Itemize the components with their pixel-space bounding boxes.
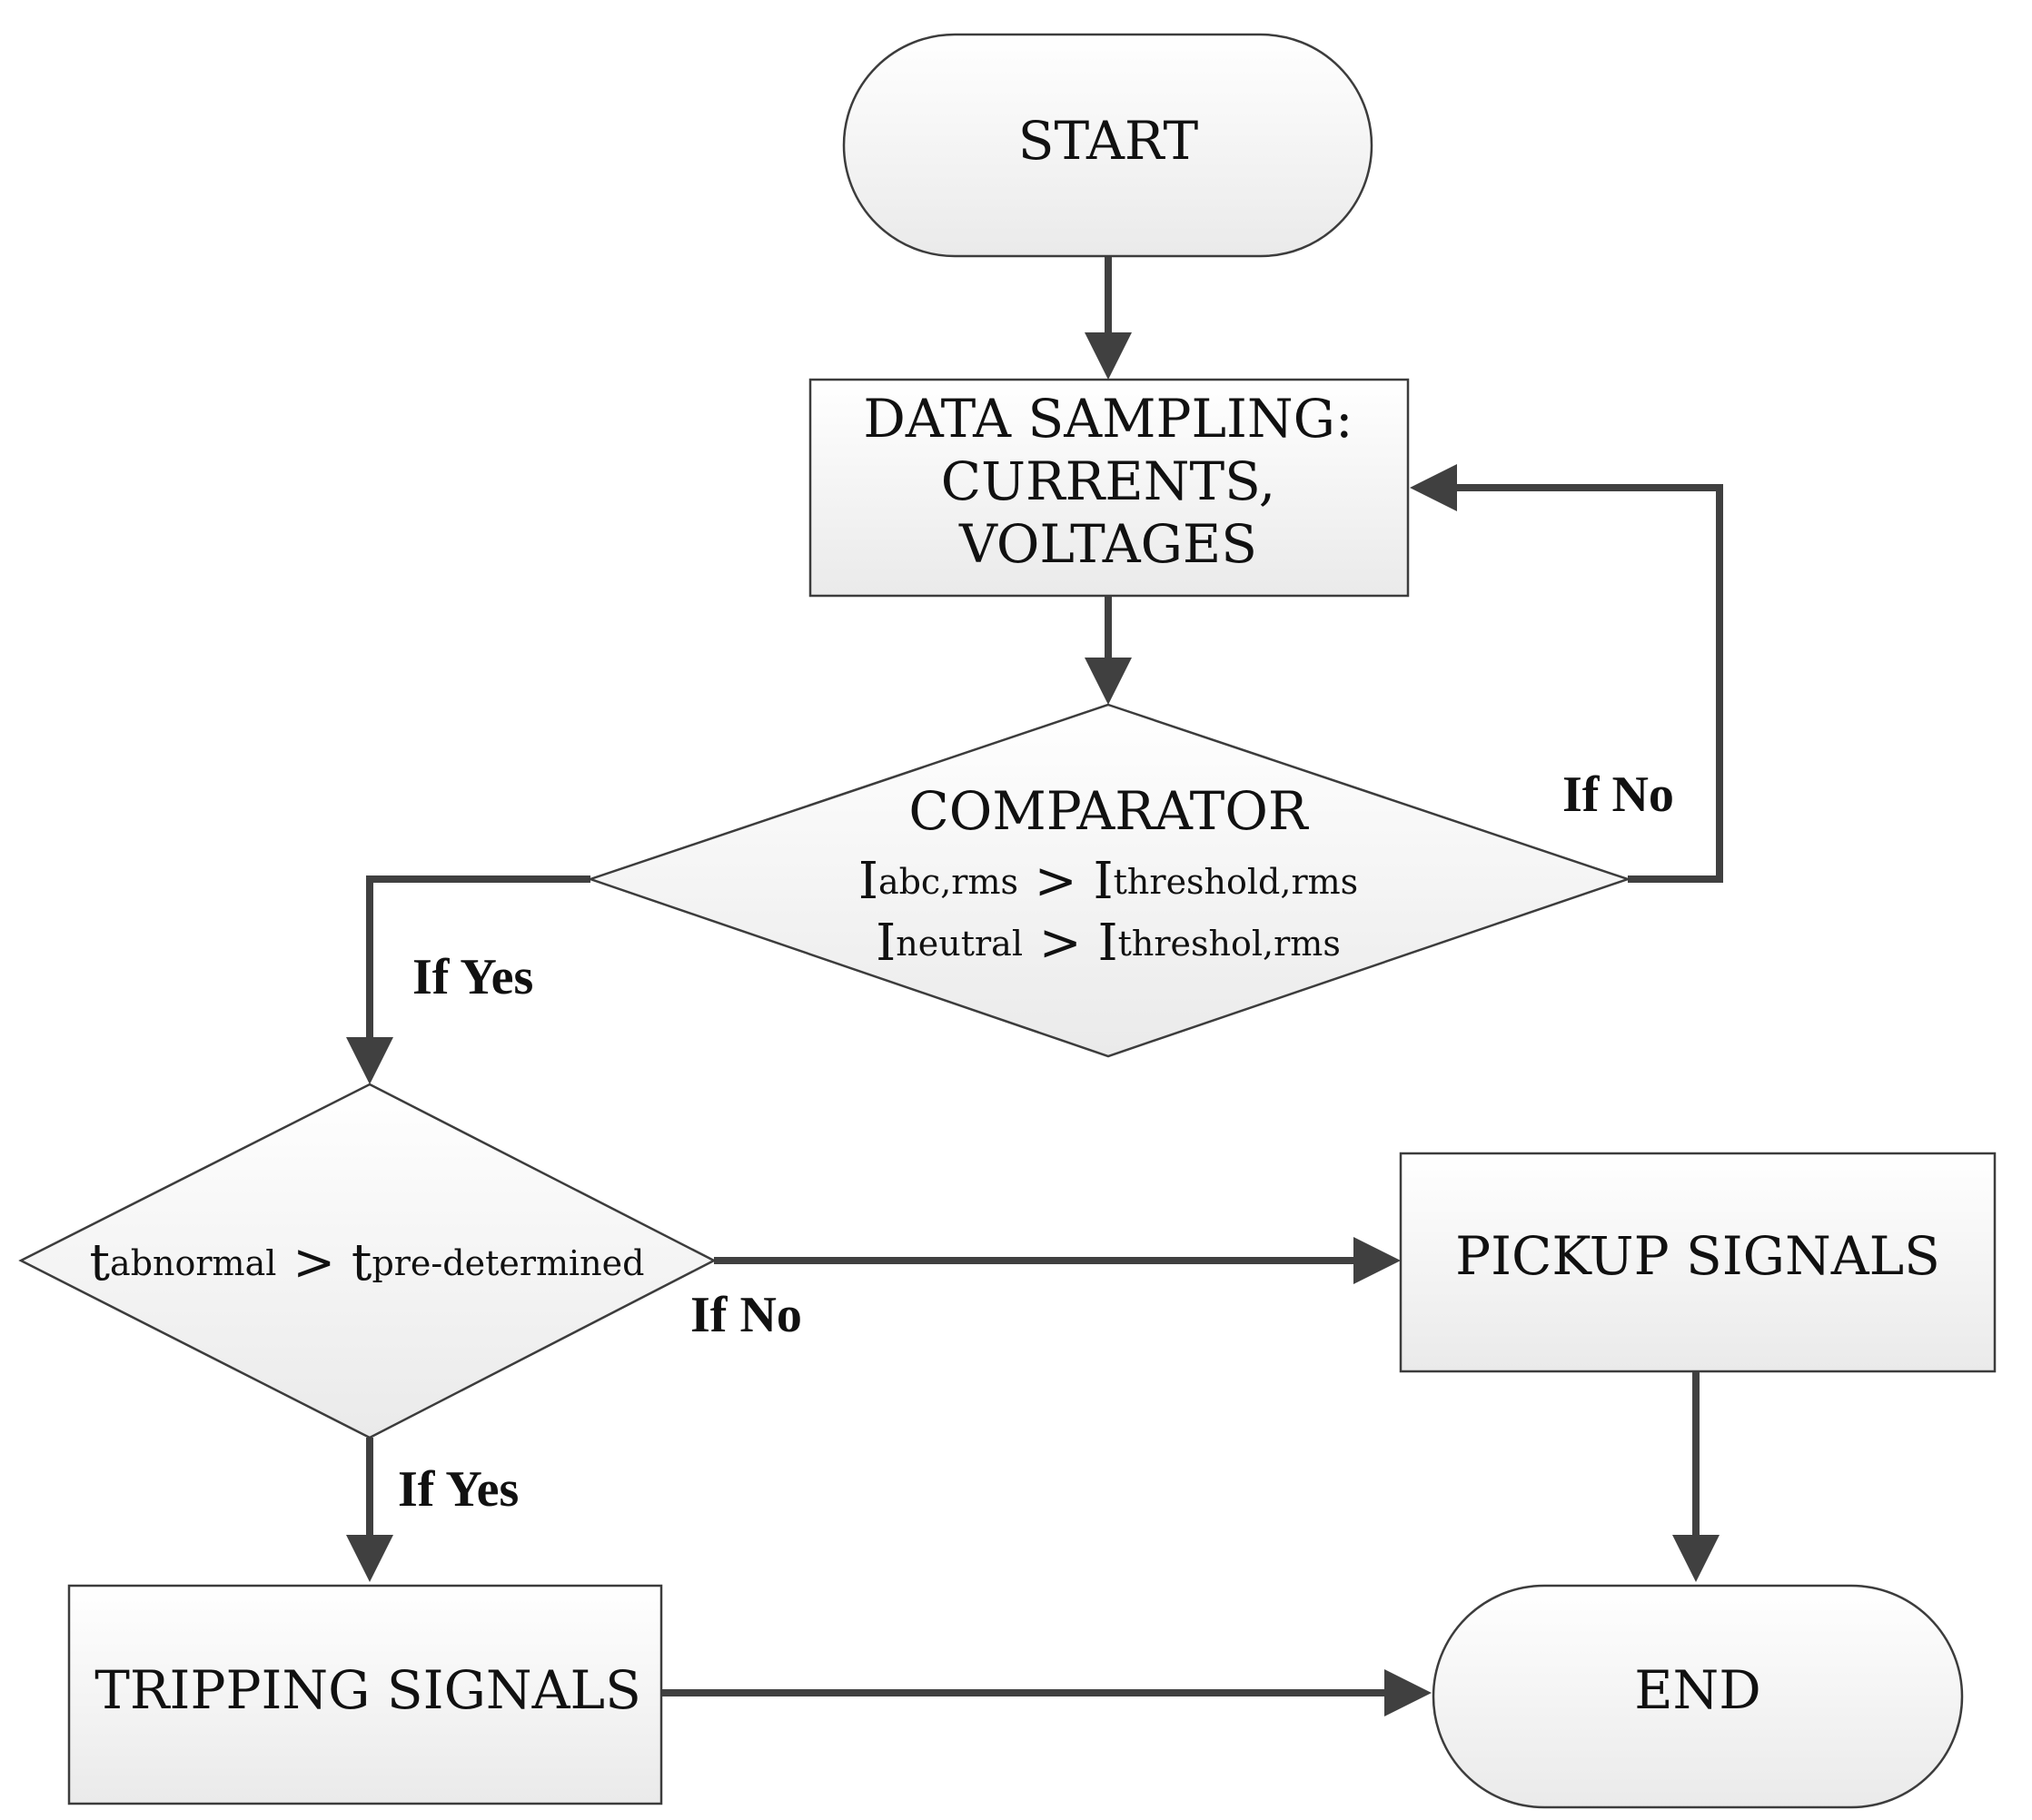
tripping-signals-node: TRIPPING SIGNALS (67, 1584, 663, 1805)
start-node: START (842, 33, 1373, 258)
data-sampling-line-3: VOLTAGES (958, 513, 1257, 575)
edge-time-yes-to-tripping (346, 1438, 393, 1582)
edge-tripping-to-end (661, 1669, 1432, 1716)
data-sampling-line-2: CURRENTS, (941, 450, 1275, 512)
edge-start-to-sampling (1085, 256, 1132, 380)
comparator-no-label: If No (1562, 767, 1674, 823)
data-sampling-line-1: DATA SAMPLING: (863, 388, 1353, 450)
edge-pickup-to-end (1672, 1369, 1720, 1582)
edge-time-no-to-pickup (714, 1237, 1401, 1284)
tripping-signals-label: TRIPPING SIGNALS (94, 1659, 641, 1721)
comparator-condition-1: Iabc,rms > Ithreshold,rms (858, 852, 1358, 911)
data-sampling-node: DATA SAMPLING: CURRENTS, VOLTAGES (808, 378, 1410, 598)
comparator-title: COMPARATOR (908, 780, 1310, 842)
comparator-condition-2: Ineutral > Ithreshol,rms (876, 914, 1341, 973)
pickup-signals-label: PICKUP SIGNALS (1455, 1225, 1940, 1287)
edge-comparator-no-loop (1410, 464, 1723, 883)
comparator-yes-label: If Yes (412, 949, 533, 1005)
start-label: START (1018, 110, 1199, 172)
time-check-node: tabnormal > tpre-determined (18, 1083, 717, 1439)
time-yes-label: If Yes (398, 1461, 519, 1518)
edge-comparator-yes (346, 875, 590, 1084)
time-check-condition: tabnormal > tpre-determined (90, 1233, 645, 1292)
time-no-label: If No (690, 1287, 802, 1343)
end-node: END (1432, 1584, 1964, 1809)
comparator-node: COMPARATOR Iabc,rms > Ithreshold,rms Ine… (587, 703, 1631, 1058)
edge-sampling-to-comparator (1085, 596, 1132, 705)
pickup-signals-node: PICKUP SIGNALS (1399, 1152, 1997, 1373)
end-label: END (1634, 1659, 1761, 1721)
